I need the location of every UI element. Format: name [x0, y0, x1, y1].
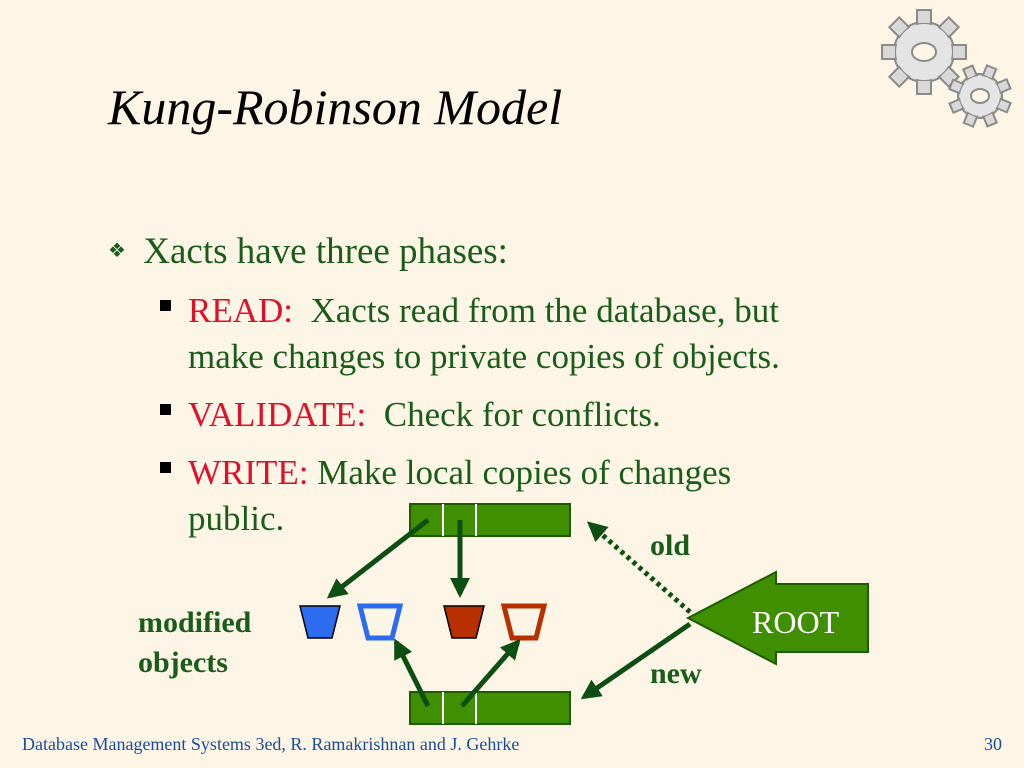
square-bullet-icon — [160, 300, 171, 311]
gears-icon — [881, 9, 1012, 128]
phase-read-line1: READ: Xacts read from the database, but — [188, 288, 780, 334]
root-pointer — [685, 570, 869, 666]
phase-write-text: Make local copies of changes — [308, 453, 732, 492]
object-blue-original — [299, 605, 341, 639]
main-bullet-text: Xacts have three phases: — [143, 231, 508, 272]
phase-validate-line1: VALIDATE: Check for conflicts. — [188, 392, 661, 438]
phase-read-label: READ: — [188, 291, 293, 330]
new-label: new — [650, 657, 702, 690]
new-node — [409, 691, 571, 725]
arrow-new-to-red-mod — [460, 638, 521, 708]
square-bullet-icon — [160, 404, 171, 415]
gear-small-icon — [948, 64, 1012, 128]
old-label: old — [650, 529, 690, 562]
footer-credit: Database Management Systems 3ed, R. Rama… — [22, 734, 520, 754]
arrow-root-new — [580, 621, 692, 700]
phase-read-line2: make changes to private copies of object… — [188, 337, 780, 376]
object-blue-modified — [356, 603, 404, 641]
main-bullet: ❖ Xacts have three phases: — [108, 230, 508, 273]
phase-read-text: Xacts read from the database, but — [293, 291, 779, 330]
slide-title: Kung-Robinson Model — [108, 79, 563, 135]
old-node — [409, 503, 571, 537]
object-red-original — [443, 605, 485, 639]
gear-large-icon — [881, 9, 967, 95]
arrow-new-to-blue-mod — [393, 638, 431, 708]
square-bullet-icon — [160, 462, 171, 473]
phase-validate-label: VALIDATE: — [188, 395, 367, 434]
phase-write-label: WRITE: — [188, 453, 309, 492]
arrow-old-to-blue — [326, 518, 430, 599]
diamond-bullet-icon: ❖ — [108, 240, 126, 263]
phase-write-line1: WRITE: Make local copies of changes — [188, 450, 731, 496]
page-number: 30 — [984, 734, 1002, 754]
modified-objects-label-line2: objects — [138, 646, 228, 679]
phase-write-line2: public. — [188, 499, 285, 538]
root-label: ROOT — [752, 604, 840, 640]
object-red-modified — [500, 603, 548, 641]
modified-objects-label-line1: modified — [138, 606, 252, 639]
arrow-root-old — [586, 521, 692, 614]
phase-validate-text: Check for conflicts. — [366, 395, 661, 434]
